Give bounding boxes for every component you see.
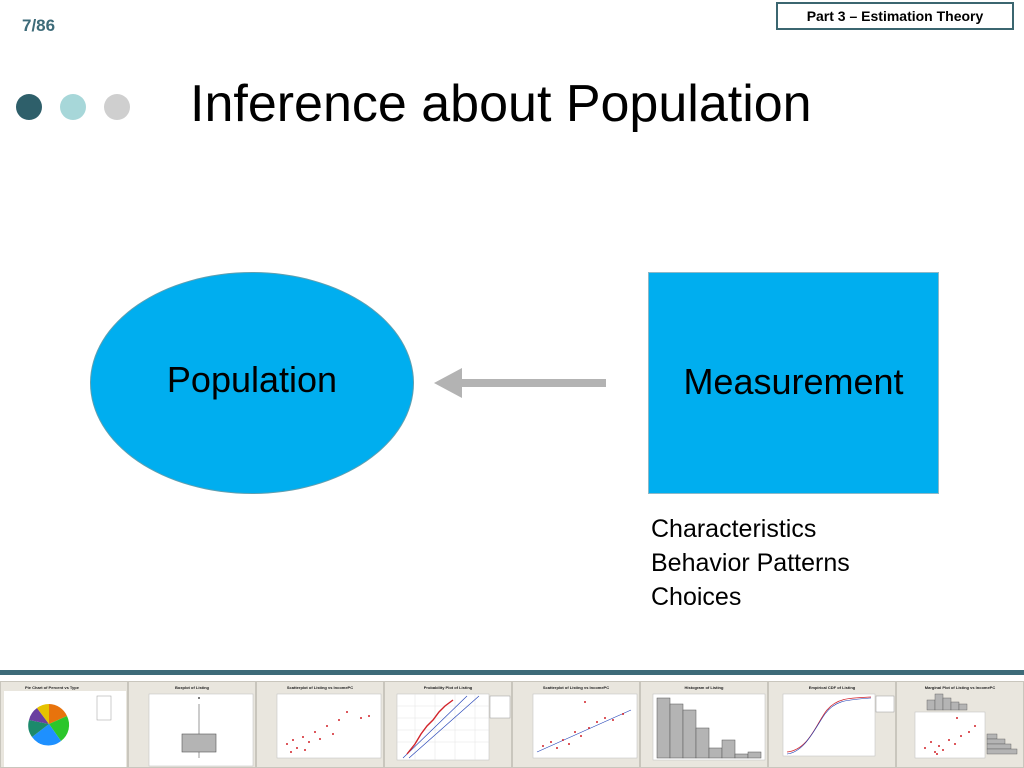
thumbnail-marginal-plot[interactable]: Marginal Plot of Listing vs IncomePC: [896, 681, 1024, 768]
scatterplot-fit-icon: [532, 693, 638, 759]
nav-dot-3: [104, 94, 130, 120]
probability-plot-icon: [396, 693, 511, 761]
population-label: Population: [166, 359, 338, 400]
thumbnail-title: Scatterplot of Listing vs IncomePC: [542, 685, 610, 690]
note-behavior-patterns: Behavior Patterns: [651, 549, 850, 577]
population-ellipse: Population: [90, 272, 414, 494]
thumbnail-histogram[interactable]: Histogram of Listing: [640, 681, 768, 768]
measurement-box: Measurement: [648, 272, 939, 494]
footer-bar: [0, 670, 1024, 675]
thumbnail-title: Marginal Plot of Listing vs IncomePC: [924, 685, 996, 690]
thumbnail-title: Empirical CDF of Listing: [808, 685, 856, 690]
thumbnail-empirical-cdf[interactable]: Empirical CDF of Listing: [768, 681, 896, 768]
thumbnail-scatterplot[interactable]: Scatterplot of Listing vs IncomePC: [256, 681, 384, 768]
slide-title: Inference about Population: [190, 75, 812, 133]
slide-number: 7/86: [22, 16, 56, 35]
arrow-left-icon: [434, 368, 606, 398]
note-choices: Choices: [651, 583, 742, 611]
thumbnail-probability-plot[interactable]: Probability Plot of Listing: [384, 681, 512, 768]
part-label: Part 3 – Estimation Theory: [776, 2, 1014, 30]
boxplot-icon: [148, 693, 254, 767]
nav-dot-1: [16, 94, 42, 120]
thumbnail-pie-chart[interactable]: Pie Chart of Percent vs Type: [0, 681, 128, 768]
scatterplot-icon: [276, 693, 382, 759]
marginal-plot-icon: [914, 693, 1018, 759]
thumbnail-boxplot[interactable]: Boxplot of Listing: [128, 681, 256, 768]
thumbnail-title: Scatterplot of Listing vs IncomePC: [286, 685, 354, 690]
histogram-icon: [652, 693, 766, 761]
measurement-notes: Characteristics Behavior Patterns Choice…: [651, 512, 850, 614]
nav-dot-2: [60, 94, 86, 120]
thumbnail-title: Boxplot of Listing: [175, 685, 209, 690]
pie-chart-icon: [4, 691, 126, 767]
measurement-label: Measurement: [683, 361, 904, 402]
thumbnail-title: Pie Chart of Percent vs Type: [25, 685, 79, 690]
thumbnail-title: Histogram of Listing: [684, 685, 724, 690]
note-characteristics: Characteristics: [651, 515, 817, 543]
empirical-cdf-icon: [782, 693, 895, 757]
thumbnail-title: Probability Plot of Listing: [423, 685, 473, 690]
thumbnail-scatterplot-fit[interactable]: Scatterplot of Listing vs IncomePC: [512, 681, 640, 768]
